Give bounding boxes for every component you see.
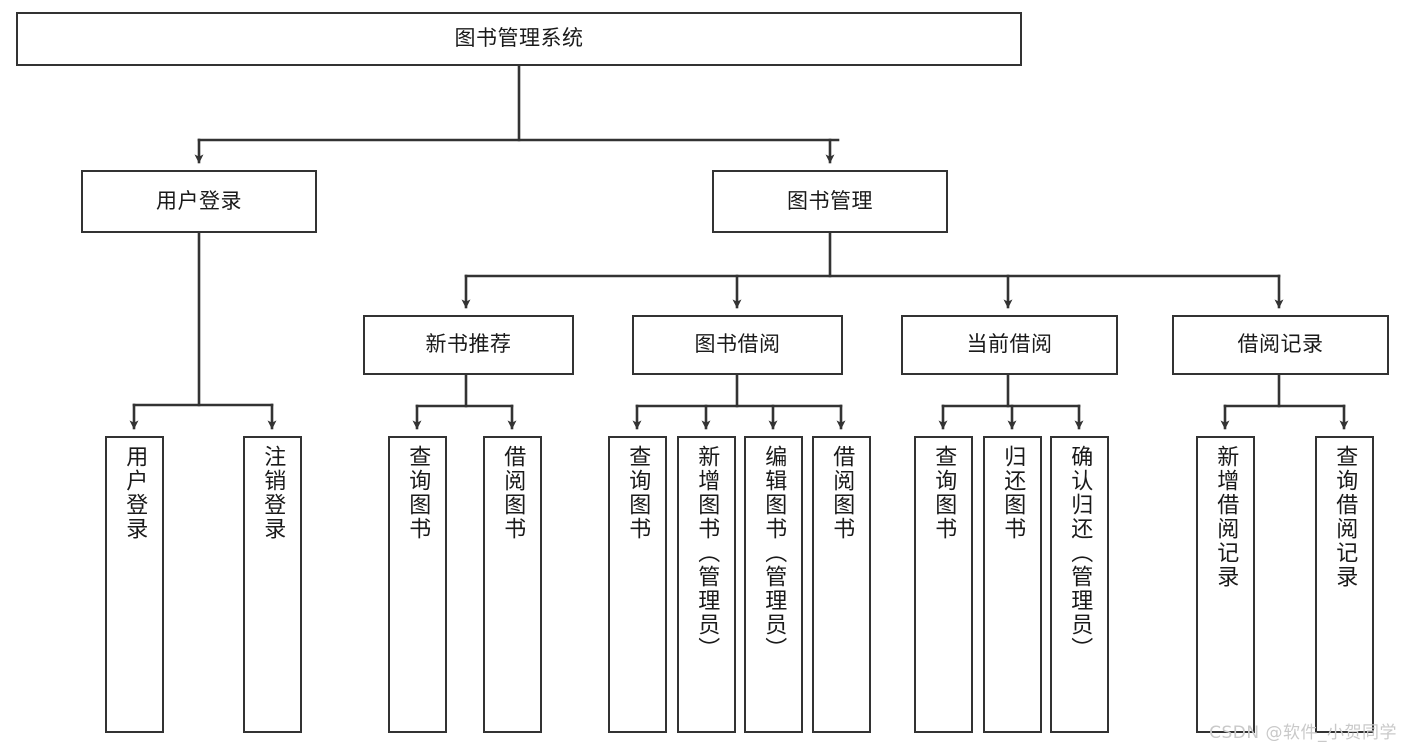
node-root-label: 图书管理系统 [454,26,584,51]
node-borrow-record[interactable]: 借阅记录 [1172,315,1389,375]
node-leaf-add-record-label: 新增借阅记录 [1213,445,1239,589]
watermark-text: CSDN @软件_小贺同学 [1209,723,1397,743]
node-book-management-label: 图书管理 [787,188,873,213]
node-leaf-query-record-label: 查询借阅记录 [1332,445,1358,589]
node-book-management[interactable]: 图书管理 [712,170,948,233]
node-leaf-edit-book-label: 编辑图书（管理员） [761,445,787,661]
node-borrow-record-label: 借阅记录 [1237,332,1324,357]
node-leaf-borrow-book-1-label: 借阅图书 [500,445,526,541]
node-leaf-query-book-3[interactable]: 查询图书 [914,436,973,733]
node-leaf-borrow-book-2-label: 借阅图书 [829,445,855,541]
node-leaf-add-record[interactable]: 新增借阅记录 [1196,436,1255,733]
node-leaf-add-book-label: 新增图书（管理员） [694,445,720,661]
node-leaf-user-logout-label: 注销登录 [260,445,286,541]
node-new-book-recommend[interactable]: 新书推荐 [363,315,574,375]
node-leaf-query-book-1[interactable]: 查询图书 [388,436,447,733]
node-leaf-confirm-return-label: 确认归还（管理员） [1067,445,1093,661]
node-leaf-edit-book[interactable]: 编辑图书（管理员） [744,436,803,733]
node-leaf-query-book-3-label: 查询图书 [931,445,957,541]
node-leaf-user-login-label: 用户登录 [122,445,148,541]
node-leaf-query-book-2[interactable]: 查询图书 [608,436,667,733]
node-root[interactable]: 图书管理系统 [16,12,1022,66]
node-leaf-return-book-label: 归还图书 [1000,445,1026,541]
node-leaf-confirm-return[interactable]: 确认归还（管理员） [1050,436,1109,733]
node-user-login-label: 用户登录 [156,188,242,213]
node-leaf-query-record[interactable]: 查询借阅记录 [1315,436,1374,733]
node-current-borrow[interactable]: 当前借阅 [901,315,1118,375]
node-user-login[interactable]: 用户登录 [81,170,317,233]
node-current-borrow-label: 当前借阅 [966,332,1053,357]
node-leaf-user-login[interactable]: 用户登录 [105,436,164,733]
node-leaf-user-logout[interactable]: 注销登录 [243,436,302,733]
node-leaf-borrow-book-1[interactable]: 借阅图书 [483,436,542,733]
node-leaf-query-book-1-label: 查询图书 [405,445,431,541]
node-leaf-borrow-book-2[interactable]: 借阅图书 [812,436,871,733]
node-book-borrow[interactable]: 图书借阅 [632,315,843,375]
node-book-borrow-label: 图书借阅 [694,332,781,357]
node-leaf-query-book-2-label: 查询图书 [625,445,651,541]
node-leaf-return-book[interactable]: 归还图书 [983,436,1042,733]
node-new-book-recommend-label: 新书推荐 [425,332,512,357]
node-leaf-add-book[interactable]: 新增图书（管理员） [677,436,736,733]
